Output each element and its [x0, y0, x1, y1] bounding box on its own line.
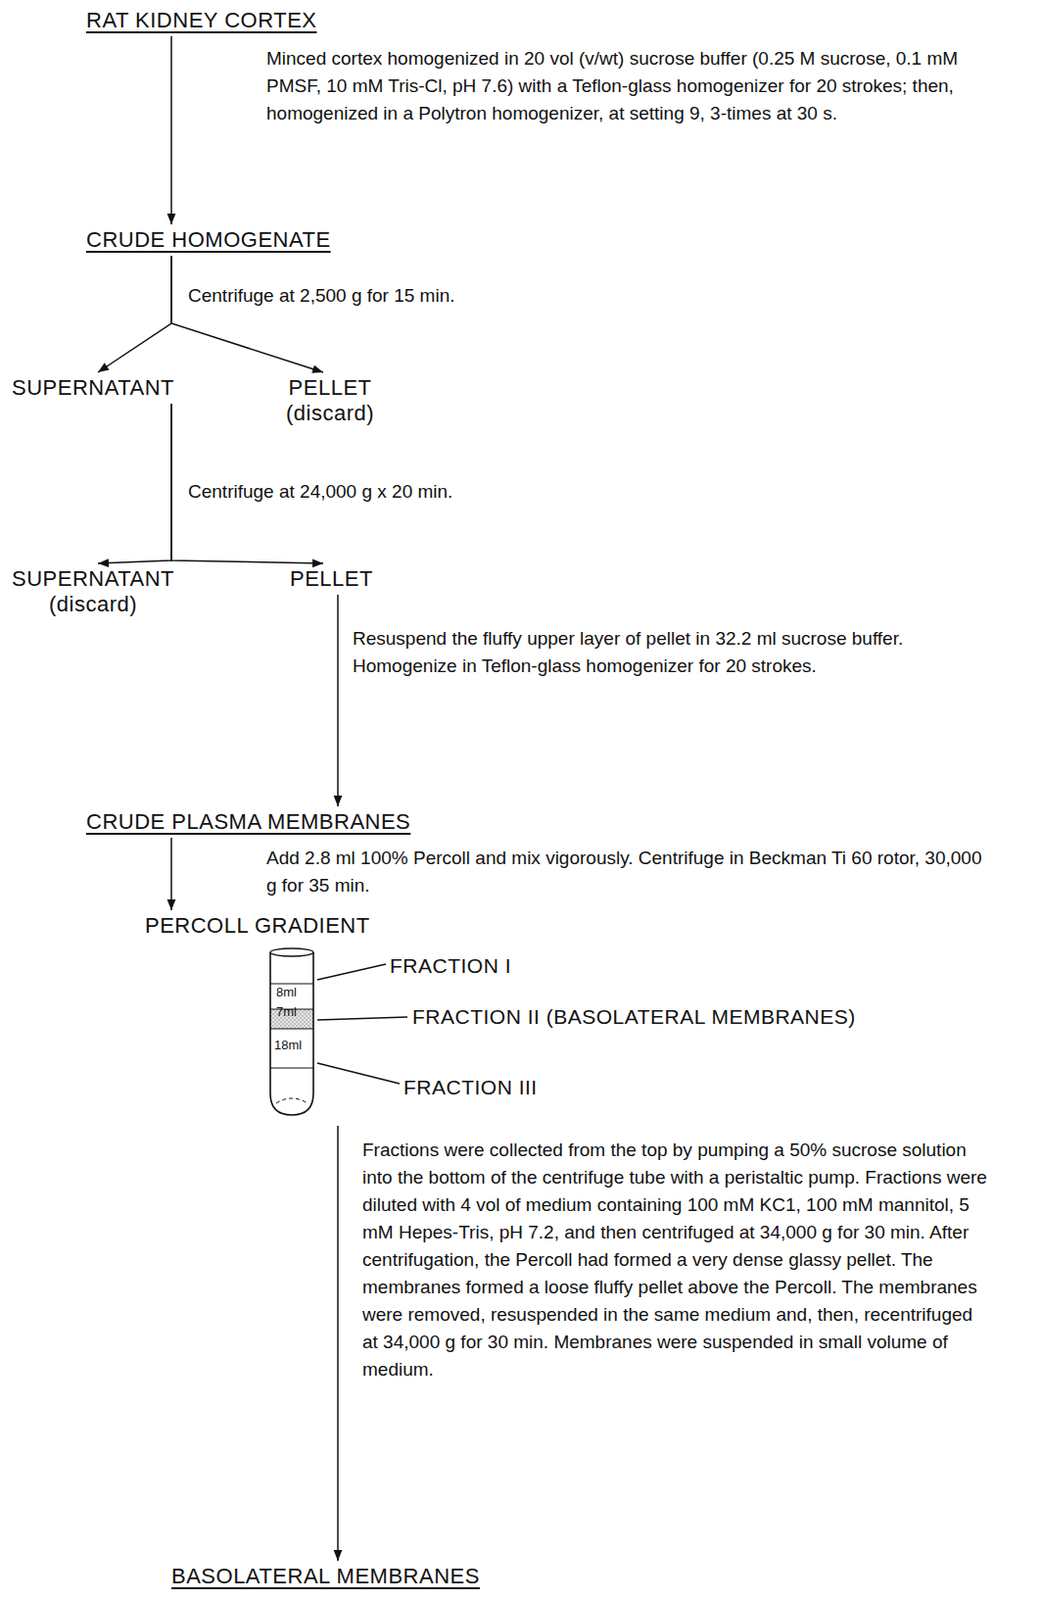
flow-arrow [170, 36, 173, 225]
stage-heading: BASOLATERAL MEMBRANES [171, 1563, 480, 1589]
tube-rim [270, 947, 314, 956]
flow-arrow [170, 837, 173, 910]
node-text: (discard) [11, 591, 175, 617]
tube-outline [264, 946, 343, 1123]
step-instructions: Fractions were collected from the top by… [362, 1136, 990, 1383]
node-text: PELLET [285, 375, 375, 401]
fraction-name: SUPERNATANT [11, 375, 175, 401]
flow-arrow [97, 255, 172, 373]
leader-line [317, 1062, 400, 1084]
step-instructions: Minced cortex homogenized in 20 vol (v/w… [266, 45, 992, 128]
node-text: CRUDE PLASMA MEMBRANES [86, 808, 411, 835]
node-text: CRUDE HOMOGENATE [86, 227, 332, 253]
stage-heading: CRUDE PLASMA MEMBRANES [86, 808, 411, 835]
stage-heading: CRUDE HOMOGENATE [86, 227, 332, 253]
node-text: SUPERNATANT [11, 375, 175, 401]
node-text: PERCOLL GRADIENT [144, 912, 371, 939]
pellet-line [276, 1097, 308, 1103]
step-instructions: Resuspend the fluffy upper layer of pell… [352, 624, 990, 680]
step-instructions: Centrifuge at 24,000 g x 20 min. [188, 477, 561, 506]
band-boundary [270, 1028, 314, 1030]
tube-wall [270, 951, 314, 1115]
band-boundary [270, 983, 314, 985]
node-text: BASOLATERAL MEMBRANES [171, 1563, 480, 1589]
flow-arrow [336, 1125, 339, 1561]
stage-heading: RAT KIDNEY CORTEX [86, 7, 317, 34]
volume-label: 18ml [274, 1038, 302, 1052]
flow-arrow [336, 594, 339, 806]
fraction-label: FRACTION II (BASOLATERAL MEMBRANES) [412, 1002, 856, 1031]
node-text: (discard) [285, 400, 375, 427]
leader-line [317, 963, 386, 980]
node-text: PELLET [289, 566, 374, 592]
step-instructions: Add 2.8 ml 100% Percoll and mix vigorous… [266, 844, 992, 900]
fraction-label: FRACTION III [403, 1073, 538, 1101]
node-text: SUPERNATANT [11, 566, 175, 592]
step-instructions: Centrifuge at 2,500 g for 15 min. [188, 282, 561, 310]
node-text: RAT KIDNEY CORTEX [86, 7, 317, 34]
volume-label: 7ml [276, 1004, 297, 1019]
volume-label: 8ml [276, 985, 297, 999]
centrifuge-tube: 8ml 7ml 18ml [264, 946, 343, 1123]
stage-heading: PERCOLL GRADIENT [144, 912, 371, 939]
fraction-label: FRACTION I [389, 951, 512, 980]
fraction-name: SUPERNATANT(discard) [11, 566, 175, 617]
fraction-name: PELLET(discard) [285, 375, 375, 427]
flow-arrow [97, 403, 172, 564]
leader-line [317, 1016, 408, 1020]
fraction-name: PELLET [289, 566, 374, 592]
band-boundary [270, 1067, 314, 1069]
flow-arrow [171, 255, 324, 373]
